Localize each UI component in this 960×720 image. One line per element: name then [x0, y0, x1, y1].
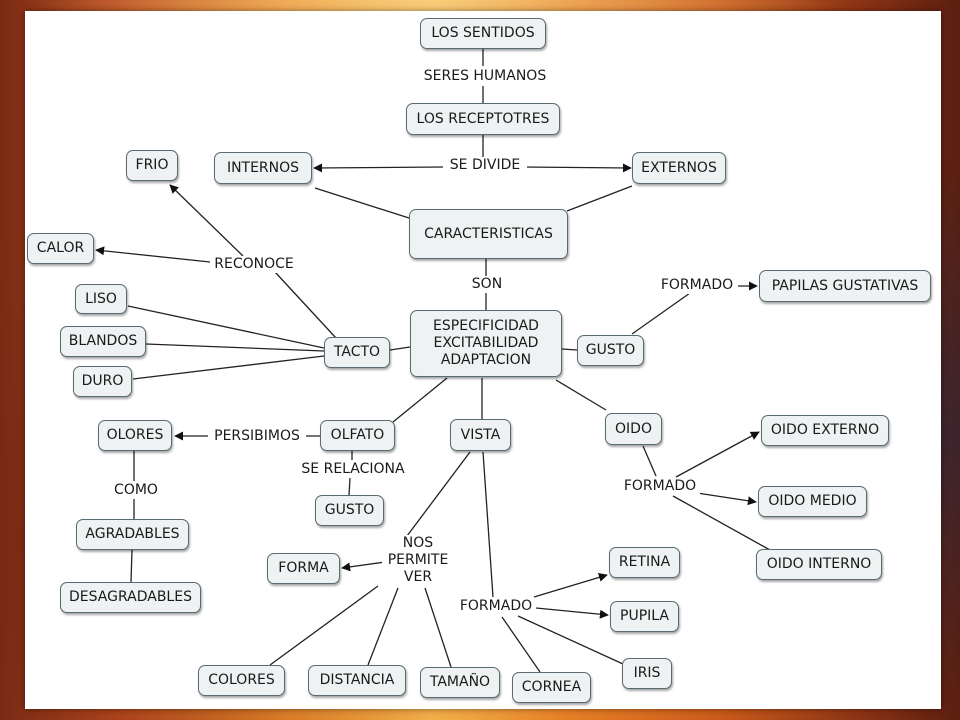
edge-relaciona-gusto: [348, 477, 351, 496]
node-internos[interactable]: INTERNOS: [214, 152, 312, 184]
link-seres-humanos: SERES HUMANOS: [420, 68, 550, 85]
edge-formado-medio: [696, 492, 757, 506]
node-oido-medio[interactable]: OIDO MEDIO: [758, 486, 867, 517]
edge-espec-gusto: [561, 348, 578, 351]
node-externos[interactable]: EXTERNOS: [632, 152, 726, 184]
node-gusto-olfato[interactable]: GUSTO: [315, 495, 384, 526]
node-retina[interactable]: RETINA: [609, 547, 680, 578]
edge-divide-internos: [313, 163, 444, 173]
node-blandos[interactable]: BLANDOS: [60, 326, 146, 357]
node-calor[interactable]: CALOR: [27, 233, 94, 264]
link-persibimos: PERSIBIMOS: [208, 428, 306, 445]
node-caracteristicas[interactable]: CARACTERISTICAS: [409, 209, 568, 259]
node-gusto-sentido[interactable]: GUSTO: [577, 335, 644, 366]
link-se-relaciona: SE RELACIONA: [296, 461, 410, 478]
node-forma[interactable]: FORMA: [267, 553, 340, 584]
node-olores[interactable]: OLORES: [98, 420, 172, 451]
node-papilas-gustativas[interactable]: PAPILAS GUSTATIVAS: [759, 270, 931, 302]
link-formado-oido: FORMADO: [620, 478, 700, 495]
node-frio[interactable]: FRIO: [126, 150, 178, 181]
edge-formado-retina: [533, 573, 608, 598]
node-tacto[interactable]: TACTO: [324, 337, 390, 368]
link-como: COMO: [107, 482, 165, 499]
node-distancia[interactable]: DISTANCIA: [308, 665, 406, 696]
edge-formado-cornea: [501, 616, 541, 673]
edge-nos-distancia: [367, 587, 399, 666]
node-los-sentidos[interactable]: LOS SENTIDOS: [420, 18, 546, 49]
node-oido[interactable]: OIDO: [605, 413, 662, 445]
node-tamano[interactable]: TAMAÑO: [420, 667, 500, 698]
node-agradables[interactable]: AGRADABLES: [76, 519, 189, 550]
edge-nos-forma: [341, 561, 386, 572]
node-los-receptores[interactable]: LOS RECEPTOTRES: [406, 103, 560, 135]
edge-formado-iris: [517, 615, 624, 665]
edge-gusto-formado: [631, 292, 691, 335]
edge-vista-formado: [482, 451, 494, 598]
edge-externos-caract: [566, 185, 633, 212]
node-oido-interno[interactable]: OIDO INTERNO: [756, 549, 882, 580]
node-iris[interactable]: IRIS: [622, 658, 672, 689]
edge-formado-externo: [675, 431, 760, 478]
edge-reconoce-frio: [169, 184, 244, 257]
edge-formado-interno: [672, 495, 771, 551]
edge-tacto-reconoce: [274, 271, 337, 339]
edge-oido-formado: [642, 445, 657, 477]
node-desagradables[interactable]: DESAGRADABLES: [60, 582, 201, 613]
edge-agradables-desagr: [130, 549, 133, 583]
edge-espec-olfato: [392, 377, 448, 423]
edge-formado-pupila: [535, 607, 609, 619]
link-son: SON: [467, 276, 507, 293]
edge-internos-caract: [314, 187, 410, 219]
edge-nos-tamano: [424, 587, 452, 668]
node-pupila[interactable]: PUPILA: [610, 601, 679, 632]
edge-nos-colores: [269, 585, 379, 666]
node-duro[interactable]: DURO: [73, 366, 132, 397]
edge-divide-externos: [521, 163, 632, 173]
edge-vista-nos: [406, 451, 471, 537]
node-colores[interactable]: COLORES: [198, 665, 285, 696]
edge-liso-tacto: [127, 305, 325, 349]
edge-reconoce-calor: [95, 246, 211, 263]
node-cornea[interactable]: CORNEA: [512, 672, 591, 703]
link-se-divide: SE DIVIDE: [443, 157, 527, 174]
edge-espec-oido: [555, 379, 607, 411]
node-olfato[interactable]: OLFATO: [320, 420, 395, 451]
edge-blandos-tacto: [145, 343, 325, 352]
node-oido-externo[interactable]: OIDO EXTERNO: [761, 415, 889, 446]
edge-tacto-espec: [389, 346, 411, 351]
node-liso[interactable]: LISO: [75, 284, 127, 314]
node-especificidad[interactable]: ESPECIFICIDAD EXCITABILIDAD ADAPTACION: [410, 310, 562, 377]
link-formado-vista: FORMADO: [456, 598, 536, 615]
link-reconoce: RECONOCE: [210, 256, 298, 273]
link-nos-permite-ver: NOS PERMITE VER: [382, 535, 454, 586]
link-formado-gusto: FORMADO: [656, 277, 738, 294]
edge-duro-tacto: [132, 355, 325, 380]
node-vista[interactable]: VISTA: [450, 419, 511, 451]
